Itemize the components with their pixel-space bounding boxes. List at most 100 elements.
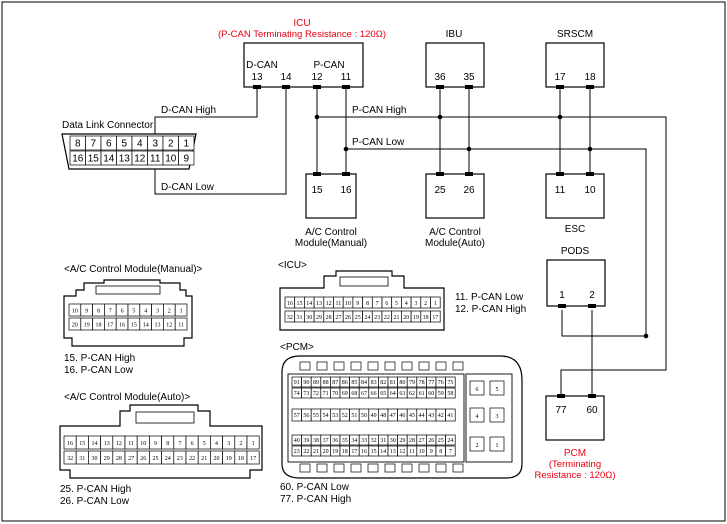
ac-manual-pin-16: 16 [340, 185, 352, 196]
conn-icu-pin-label: 23 [374, 315, 380, 321]
conn-pcm-pin-label: 10 [419, 449, 425, 455]
ac-auto-label-2: Module(Auto) [425, 238, 485, 249]
conn-pcm-pin-label: 53 [332, 413, 338, 419]
ibu-terminal [436, 85, 444, 89]
conn-pcm-pin-label: 52 [342, 413, 348, 419]
conn-pcm-pin-label: 45 [409, 413, 415, 419]
conn-icu-pin-label: 10 [345, 301, 351, 307]
conn-pcm-side-pin-label: 1 [496, 443, 499, 449]
conn-pcm-side-pin-label: 6 [476, 387, 479, 393]
conn-pcm-pin-label: 15 [371, 449, 377, 455]
conn-pcm-pin-label: 27 [419, 438, 425, 444]
conn-icu-pin-label: 6 [385, 301, 388, 307]
icu-pin-13: 13 [251, 72, 263, 83]
conn-icu-pin-label: 13 [316, 301, 322, 307]
pcm-pin-field [287, 373, 465, 463]
conn-pcm-pin-label: 72 [313, 391, 319, 397]
ac-manual-pin-15: 15 [311, 185, 323, 196]
dlc-pin-label: 1 [183, 139, 189, 150]
conn-auto-legend-1: 25. P-CAN High [60, 484, 131, 495]
conn-icu-pin-label: 2 [424, 301, 427, 307]
dlc-pin-label: 10 [165, 154, 177, 165]
conn-auto-pin-label: 20 [214, 456, 220, 462]
conn-auto-lock [135, 411, 195, 424]
conn-pcm-pin-label: 28 [409, 438, 415, 444]
conn-auto-pin-label: 11 [128, 441, 134, 447]
conn-auto-pin-label: 31 [79, 456, 85, 462]
conn-pcm-pin-label: 85 [351, 380, 357, 386]
conn-pcm-pin-label: 91 [294, 380, 300, 386]
conn-pcm-pin-label: 64 [390, 391, 396, 397]
pcm-slot [452, 463, 464, 473]
conn-icu-pin-label: 25 [355, 315, 361, 321]
conn-auto-pin-label: 23 [177, 456, 183, 462]
pcm-slot [350, 463, 362, 473]
pcm-slot [401, 463, 413, 473]
ac-manual-label-1: A/C Control [305, 227, 357, 238]
splice-dot [437, 114, 443, 120]
ac-auto-terminal [465, 172, 473, 176]
pcm-side-field [465, 373, 513, 463]
conn-pcm-pin-label: 71 [323, 391, 329, 397]
conn-pcm-pin-label: 70 [332, 391, 338, 397]
conn-auto-pin-label: 12 [116, 441, 122, 447]
conn-auto-pin-label: 5 [203, 441, 206, 447]
ac-auto-pin-26: 26 [463, 185, 475, 196]
conn-icu-pin-label: 28 [326, 315, 332, 321]
conn-manual-legend-1: 15. P-CAN High [64, 353, 135, 364]
ibu-pin-36: 36 [434, 72, 446, 83]
conn-icu-pin-label: 4 [405, 301, 408, 307]
pods-terminal [558, 304, 566, 308]
dlc-cell [178, 150, 195, 166]
conn-pcm-pin-label: 60 [428, 391, 434, 397]
conn-auto-pin-label: 6 [191, 441, 194, 447]
dlc-pin-label: 16 [72, 154, 84, 165]
conn-icu-pin-label: 3 [414, 301, 417, 307]
pcm-slot [418, 463, 430, 473]
conn-icu-pin-label: 5 [395, 301, 398, 307]
conn-auto-pin-label: 21 [201, 456, 207, 462]
dlc-cell [178, 135, 195, 151]
conn-auto-pin-label: 18 [238, 456, 244, 462]
conn-manual-pin-label: 20 [72, 323, 78, 329]
pcm-slot [418, 361, 430, 371]
conn-manual-pin-label: 2 [168, 309, 171, 315]
pods-pin-2: 2 [589, 290, 595, 301]
esc-pin-10: 10 [584, 185, 596, 196]
conn-pcm-pin-label: 88 [323, 380, 329, 386]
conn-pcm-pin-label: 80 [399, 380, 405, 386]
dlc-pin-label: 5 [121, 139, 127, 150]
conn-auto-pin-label: 22 [189, 456, 195, 462]
pods-pin-1: 1 [559, 290, 565, 301]
conn-manual-pin-label: 4 [144, 309, 147, 315]
ac-auto-pin-25: 25 [434, 185, 446, 196]
conn-icu-pin-label: 26 [345, 315, 351, 321]
conn-manual-pin-label: 10 [72, 309, 78, 315]
icu-pcan-label: P-CAN [313, 60, 344, 71]
pcan-low-label: P-CAN Low [352, 137, 405, 148]
splice-dot [466, 146, 472, 152]
pcm-slot [333, 361, 345, 371]
srscm-pin-17: 17 [554, 72, 566, 83]
conn-pcm-side-cell [489, 407, 505, 423]
conn-icu-legend-1: 11. P-CAN Low [455, 292, 524, 303]
esc-label: ESC [565, 224, 586, 235]
conn-pcm-side-pin-label: 2 [476, 443, 479, 449]
pcm-terminal [588, 394, 596, 398]
conn-pcm-pin-label: 78 [419, 380, 425, 386]
conn-pcm-pin-label: 59 [438, 391, 444, 397]
pcm-title: PCM [564, 448, 586, 459]
conn-pcm-pin-label: 48 [380, 413, 386, 419]
conn-pcm-pin-label: 18 [342, 449, 348, 455]
conn-pcm-side-pin-label: 4 [476, 414, 479, 420]
conn-pcm-pin-label: 39 [303, 438, 309, 444]
conn-pcm-pin-label: 56 [303, 413, 309, 419]
conn-pcm-pin-label: 77 [428, 380, 434, 386]
conn-pcm-pin-label: 31 [380, 438, 386, 444]
conn-icu-cell [430, 310, 441, 323]
splice-dot [557, 114, 563, 120]
conn-icu-pin-label: 30 [306, 315, 312, 321]
dlc-pin-label: 12 [134, 154, 146, 165]
